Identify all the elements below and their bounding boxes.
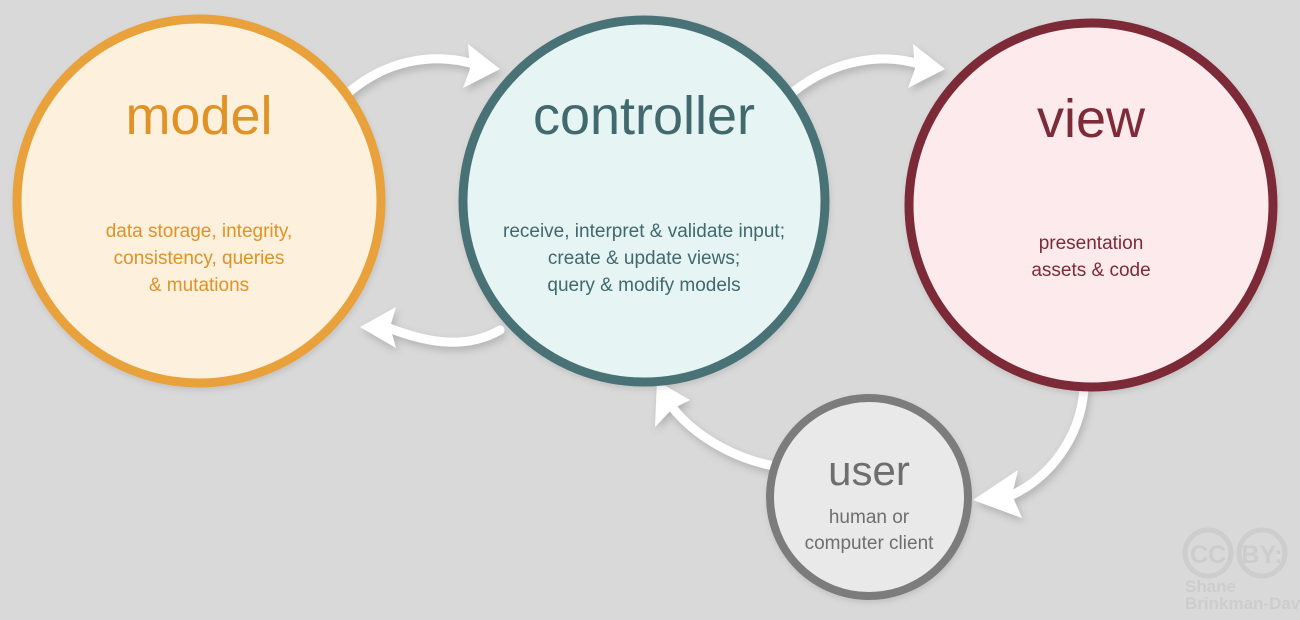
controller-description-line-1: receive, interpret & validate input; bbox=[503, 221, 785, 242]
controller-circle[interactable] bbox=[458, 15, 830, 387]
arrow-view-to-user bbox=[973, 384, 1089, 518]
arrow-controller-to-model bbox=[360, 307, 505, 348]
arrow-controller-to-view bbox=[788, 44, 945, 97]
author-name-line-1: Shane bbox=[1185, 577, 1236, 596]
model-description-line-1: data storage, integrity, bbox=[106, 221, 293, 242]
arrow-model-to-controller bbox=[343, 44, 500, 98]
model-title: model bbox=[125, 86, 272, 146]
node-user[interactable]: user human or computer client bbox=[766, 394, 972, 600]
author-name-line-2: Brinkman-Davis bbox=[1185, 594, 1300, 613]
arrow-user-to-controller bbox=[655, 381, 779, 471]
user-description-line-2: computer client bbox=[805, 533, 935, 554]
controller-description-line-2: create & update views; bbox=[548, 248, 740, 269]
user-title: user bbox=[828, 447, 910, 494]
model-description-line-2: consistency, queries bbox=[114, 248, 285, 269]
controller-description-line-3: query & modify models bbox=[547, 275, 740, 296]
model-description-line-3: & mutations bbox=[149, 275, 249, 296]
by-attribution-icon[interactable]: BY: bbox=[1236, 527, 1288, 579]
user-description-line-1: human or bbox=[829, 507, 910, 528]
user-circle[interactable] bbox=[766, 394, 972, 600]
model-circle[interactable] bbox=[12, 14, 386, 388]
view-title: view bbox=[1037, 89, 1146, 149]
node-model[interactable]: model data storage, integrity, consisten… bbox=[12, 14, 386, 388]
creative-commons-icon[interactable]: CC bbox=[1182, 527, 1234, 579]
node-controller[interactable]: controller receive, interpret & validate… bbox=[458, 15, 830, 387]
node-view[interactable]: view presentation assets & code bbox=[904, 18, 1278, 392]
view-description-line-2: assets & code bbox=[1031, 260, 1150, 281]
controller-title: controller bbox=[533, 86, 755, 146]
cc-label: CC bbox=[1190, 541, 1226, 569]
view-description-line-1: presentation bbox=[1039, 233, 1144, 254]
view-circle[interactable] bbox=[904, 18, 1278, 392]
by-label: BY: bbox=[1241, 541, 1282, 569]
attribution-badge[interactable]: CC BY: Shane Brinkman-Davis bbox=[1182, 527, 1300, 613]
